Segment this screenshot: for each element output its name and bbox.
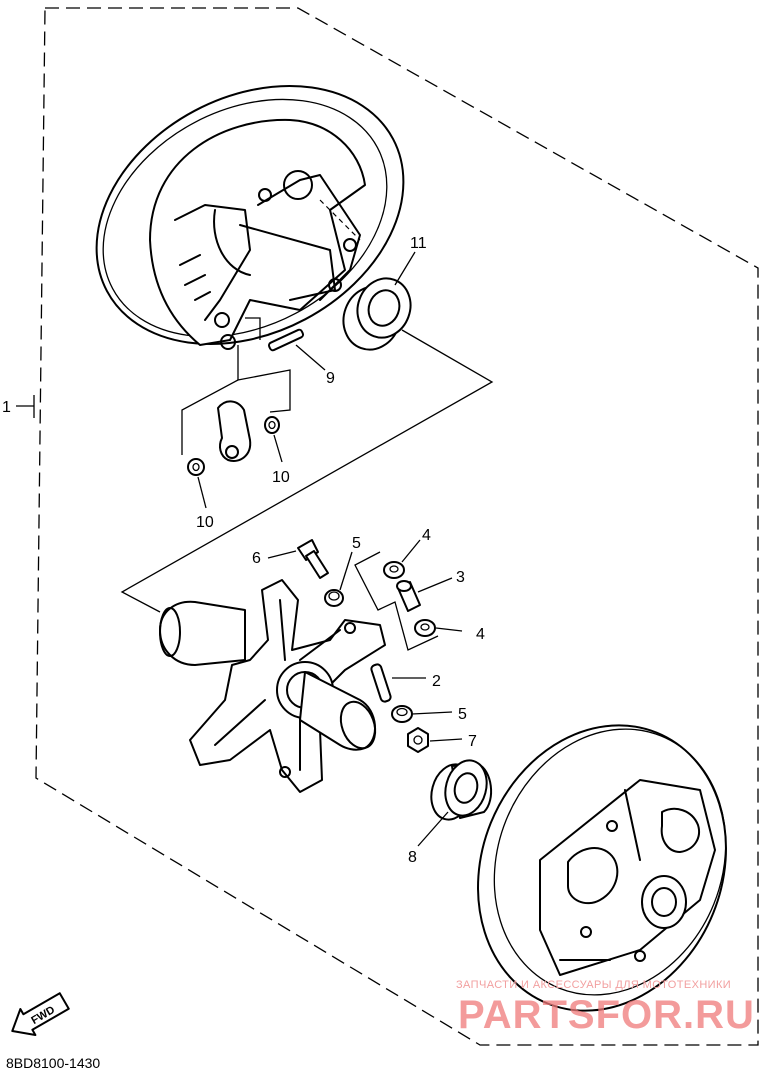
callout-5-leader xyxy=(411,711,453,715)
part-2-pin xyxy=(370,663,392,703)
callout-5-leader xyxy=(339,551,353,591)
callout-4-leader xyxy=(435,627,463,632)
callout-5-lower: 5 xyxy=(458,706,467,723)
callout-4-lower: 4 xyxy=(476,626,485,643)
part-9-dowel-pin xyxy=(267,328,305,352)
callout-2: 2 xyxy=(432,673,441,690)
diagram-part-number: 8BD8100-1430 xyxy=(6,1055,101,1071)
callout-10-right: 10 xyxy=(272,469,290,486)
callout-10-leader xyxy=(273,434,283,463)
guide-line xyxy=(181,379,239,455)
callout-4-leader xyxy=(401,539,421,563)
clutch-cover xyxy=(477,724,727,1012)
callout-8-leader xyxy=(417,811,449,847)
sheave-housing xyxy=(95,85,405,350)
guide-line xyxy=(237,345,291,413)
callout-10-left: 10 xyxy=(196,514,214,531)
callout-3-leader xyxy=(417,577,453,593)
callout-11: 11 xyxy=(410,235,427,252)
centrifugal-weight xyxy=(217,400,252,462)
hidden-edge xyxy=(319,199,361,241)
callout-3: 3 xyxy=(456,569,465,586)
bracket-line xyxy=(354,551,439,651)
callout-11-leader xyxy=(394,251,416,286)
part-4-washer-lower xyxy=(414,619,436,637)
part-10-washer-right xyxy=(264,416,280,434)
callout-1: 1 xyxy=(2,399,11,416)
assembly-boundary xyxy=(35,7,759,1046)
watermark-logo: PARTSFOR.RU xyxy=(458,993,755,1037)
part-6-bolt xyxy=(297,539,329,579)
callout-9: 9 xyxy=(326,370,335,387)
callout-10-leader xyxy=(197,476,207,509)
part-7-nut xyxy=(407,727,429,753)
reference-line xyxy=(120,329,494,613)
callout-6-leader xyxy=(267,550,297,559)
part-10-washer-left xyxy=(187,458,205,476)
spider-shaft-assembly xyxy=(159,579,386,793)
part-5-bushing-upper xyxy=(324,589,344,607)
watermark-tagline: ЗАПЧАСТИ И АКСЕССУАРЫ ДЛЯ МОТОТЕХНИКИ xyxy=(456,979,732,991)
part-8-bearing xyxy=(430,759,493,821)
part-11-oil-seal xyxy=(342,277,412,351)
callout-5-upper: 5 xyxy=(352,535,361,552)
callout-4-upper: 4 xyxy=(422,527,431,544)
part-4-washer-upper xyxy=(383,561,405,579)
callout-9-leader xyxy=(295,344,326,371)
callout-6: 6 xyxy=(252,550,261,567)
callout-8: 8 xyxy=(408,849,417,866)
callout-7: 7 xyxy=(468,733,477,750)
callout-7-leader xyxy=(429,738,463,742)
guide-line xyxy=(245,317,261,340)
part-5-bushing-lower xyxy=(391,705,413,723)
fwd-direction-arrow: FWD xyxy=(11,992,70,1036)
part-3-roller xyxy=(396,580,421,612)
